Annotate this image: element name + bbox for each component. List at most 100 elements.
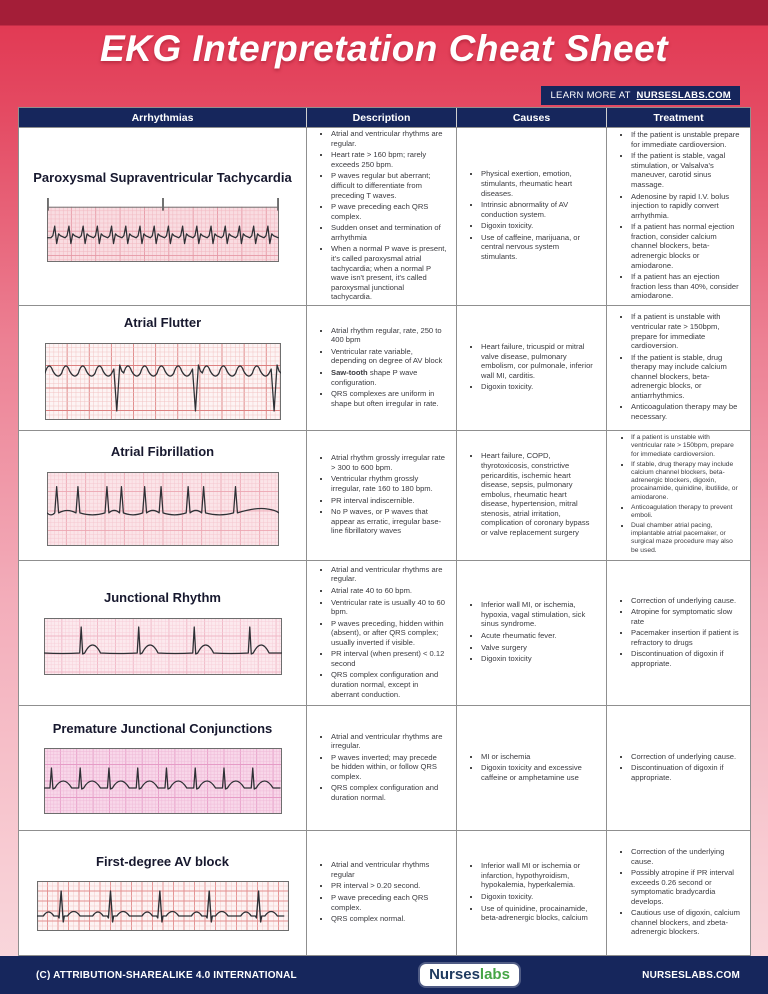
bullet-item: If a patient is unstable with ventricula… bbox=[631, 434, 741, 459]
bullet-item: P waves preceding, hidden within (absent… bbox=[331, 619, 447, 648]
table-row: Atrial Fibrillation Atrial rhythm grossl… bbox=[19, 430, 750, 560]
treatment-list: If a patient is unstable with ventricula… bbox=[616, 434, 741, 556]
bullet-item: Atropine for symptomatic slow rate bbox=[631, 607, 741, 626]
bullet-item: If a patient is unstable with ventricula… bbox=[631, 312, 741, 350]
bullet-item: Atrial and ventricular rhythms are irreg… bbox=[331, 732, 447, 751]
bullet-item: Physical exertion, emotion, stimulants, … bbox=[481, 169, 597, 198]
bullet-item: Atrial rhythm regular, rate, 250 to 400 … bbox=[331, 326, 447, 345]
bullet-item: Atrial rate 40 to 60 bpm. bbox=[331, 586, 447, 596]
footer-site-link[interactable]: NURSESLABS.COM bbox=[642, 969, 740, 981]
description-list: Atrial and ventricular rhythms are regul… bbox=[316, 565, 447, 701]
bullet-item: Ventricular rhythm grossly irregular, ra… bbox=[331, 474, 447, 493]
treatment-list: If a patient is unstable with ventricula… bbox=[616, 312, 741, 423]
treatment-list: If the patient is unstable prepare for i… bbox=[616, 130, 741, 303]
bullet-item: Ventricular rate variable, depending on … bbox=[331, 347, 447, 366]
arrhythmia-name: Atrial Fibrillation bbox=[110, 444, 215, 460]
treatment-list: Correction of underlying cause.Atropine … bbox=[616, 596, 741, 671]
license-text: (C) ATTRIBUTION-SHAREALIKE 4.0 INTERNATI… bbox=[36, 969, 297, 981]
bullet-item: Digoxin toxicity. bbox=[481, 382, 597, 392]
arrhythmia-cell: Premature Junctional Conjunctions bbox=[19, 706, 306, 830]
column-header-description: Description bbox=[306, 108, 456, 127]
treatment-cell: Correction of underlying cause.Discontin… bbox=[606, 706, 750, 830]
arrhythmia-name: Atrial Flutter bbox=[123, 315, 202, 331]
treatment-cell: If the patient is unstable prepare for i… bbox=[606, 128, 750, 305]
treatment-list: Correction of underlying cause.Discontin… bbox=[616, 752, 741, 785]
bullet-item: Adenosine by rapid I.V. bolus injection … bbox=[631, 192, 741, 221]
nurseslabs-logo[interactable]: Nurseslabs bbox=[420, 964, 519, 986]
bullet-item: Intrinsic abnormality of AV conduction s… bbox=[481, 200, 597, 219]
bullet-item: Inferior wall MI, or ischemia, hypoxia, … bbox=[481, 600, 597, 629]
ekg-strip-image bbox=[46, 197, 279, 262]
bullet-item: If the patient is unstable prepare for i… bbox=[631, 130, 741, 149]
column-header-causes: Causes bbox=[456, 108, 606, 127]
bullet-item: Correction of the underlying cause. bbox=[631, 847, 741, 866]
page-title: EKG Interpretation Cheat Sheet bbox=[99, 28, 669, 69]
bullet-item: Dual chamber atrial pacing, implantable … bbox=[631, 522, 741, 555]
bullet-item: QRS complex normal. bbox=[331, 914, 447, 924]
bullet-item: Acute rheumatic fever. bbox=[481, 631, 597, 641]
bullet-item: P wave preceding each QRS complex. bbox=[331, 202, 447, 221]
learn-more-badge[interactable]: LEARN MORE AT NURSESLABS.COM bbox=[541, 86, 740, 105]
bullet-item: Anticoagulation therapy to prevent embol… bbox=[631, 504, 741, 520]
arrhythmia-name: First-degree AV block bbox=[96, 853, 229, 869]
arrhythmia-cell: Paroxysmal Supraventricular Tachycardia bbox=[19, 128, 306, 305]
bullet-item: P waves regular but aberrant; difficult … bbox=[331, 171, 447, 200]
description-cell: Atrial and ventricular rhythms regularPR… bbox=[306, 831, 456, 955]
description-cell: Atrial and ventricular rhythms are regul… bbox=[306, 561, 456, 705]
description-list: Atrial and ventricular rhythms are irreg… bbox=[316, 732, 447, 805]
causes-list: Heart failure, tricuspid or mitral valve… bbox=[466, 342, 597, 394]
bullet-item: Atrial rhythm grossly irregular rate > 3… bbox=[331, 453, 447, 472]
ekg-strip-image bbox=[43, 748, 282, 815]
bullet-item: PR interval (when present) < 0.12 second bbox=[331, 649, 447, 668]
bullet-item: Cautious use of digoxin, calcium channel… bbox=[631, 908, 741, 937]
bullet-item: If the patient is stable, vagal stimulat… bbox=[631, 151, 741, 189]
logo-text-nurses: Nurses bbox=[429, 966, 480, 983]
bullet-item: QRS complex configuration and duration n… bbox=[331, 783, 447, 802]
bullet-item: Atrial and ventricular rhythms are regul… bbox=[331, 565, 447, 584]
description-cell: Atrial and ventricular rhythms are irreg… bbox=[306, 706, 456, 830]
arrhythmia-cell: First-degree AV block bbox=[19, 831, 306, 955]
table-row: Junctional Rhythm Atrial and ventricular… bbox=[19, 560, 750, 705]
bullet-item: MI or ischemia bbox=[481, 752, 597, 762]
causes-cell: Inferior wall MI, or ischemia, hypoxia, … bbox=[456, 561, 606, 705]
bullet-item: Heart failure, COPD, thyrotoxicosis, con… bbox=[481, 451, 597, 537]
table-body: Paroxysmal Supraventricular Tachycardia … bbox=[19, 127, 750, 955]
arrhythmia-cell: Junctional Rhythm bbox=[19, 561, 306, 705]
bullet-item: Anticoagulation therapy may be necessary… bbox=[631, 402, 741, 421]
footer: (C) ATTRIBUTION-SHAREALIKE 4.0 INTERNATI… bbox=[0, 956, 768, 994]
arrhythmia-name: Premature Junctional Conjunctions bbox=[52, 720, 273, 736]
causes-cell: Heart failure, COPD, thyrotoxicosis, con… bbox=[456, 431, 606, 560]
bullet-item: PR interval indiscernible. bbox=[331, 496, 447, 506]
causes-cell: Heart failure, tricuspid or mitral valve… bbox=[456, 306, 606, 430]
bullet-item: Discontinuation of digoxin if appropriat… bbox=[631, 763, 741, 782]
causes-cell: MI or ischemiaDigoxin toxicity and exces… bbox=[456, 706, 606, 830]
bullet-item: Atrial and ventricular rhythms are regul… bbox=[331, 129, 447, 148]
description-cell: Atrial rhythm grossly irregular rate > 3… bbox=[306, 431, 456, 560]
ekg-table: Arrhythmias Description Causes Treatment… bbox=[18, 107, 751, 956]
learn-more-link[interactable]: NURSESLABS.COM bbox=[636, 90, 731, 101]
bullet-item: Digoxin toxicity. bbox=[481, 892, 597, 902]
causes-list: Inferior wall MI or ischemia or infarcti… bbox=[466, 861, 597, 924]
bullet-item: When a normal P wave is present, it's ca… bbox=[331, 244, 447, 301]
column-header-arrhythmias: Arrhythmias bbox=[131, 111, 194, 124]
logo-text-labs: labs bbox=[479, 966, 510, 983]
learn-more-text: LEARN MORE AT bbox=[550, 90, 631, 101]
bullet-item: If the patient is stable, drug therapy m… bbox=[631, 353, 741, 401]
bullet-item: Heart rate > 160 bpm; rarely exceeds 250… bbox=[331, 150, 447, 169]
description-list: Atrial and ventricular rhythms regularPR… bbox=[316, 860, 447, 925]
causes-list: Inferior wall MI, or ischemia, hypoxia, … bbox=[466, 600, 597, 665]
bullet-item: If stable, drug therapy may include calc… bbox=[631, 461, 741, 502]
bullet-item: Digoxin toxicity bbox=[481, 654, 597, 664]
bullet-item: Possibly atropine if PR interval exceeds… bbox=[631, 868, 741, 906]
description-cell: Atrial and ventricular rhythms are regul… bbox=[306, 128, 456, 305]
ekg-strip-image bbox=[46, 471, 279, 546]
causes-cell: Inferior wall MI or ischemia or infarcti… bbox=[456, 831, 606, 955]
bullet-item: If a patient has an ejection fraction le… bbox=[631, 272, 741, 301]
ekg-strip-image bbox=[44, 342, 281, 420]
bullet-item: QRS complex configuration and duration n… bbox=[331, 670, 447, 699]
table-header-row: Arrhythmias Description Causes Treatment bbox=[19, 108, 750, 127]
bullet-item: P wave preceding each QRS complex. bbox=[331, 893, 447, 912]
treatment-cell: If a patient is unstable with ventricula… bbox=[606, 306, 750, 430]
bullet-item: P waves inverted; may precede be hidden … bbox=[331, 753, 447, 782]
treatment-cell: Correction of underlying cause.Atropine … bbox=[606, 561, 750, 705]
